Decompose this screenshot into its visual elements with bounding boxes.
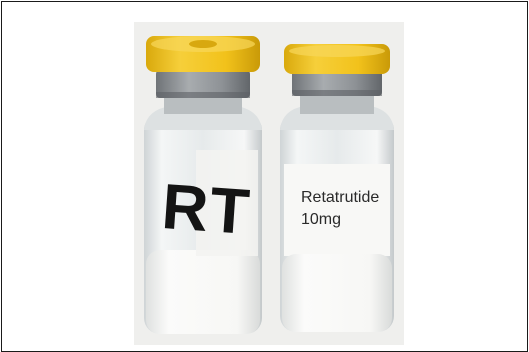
vial-label-name: Retatrutide — [301, 189, 380, 206]
vials-photo: RT Retatrutide 10mg — [134, 22, 404, 345]
vial-marking-text: RT — [159, 169, 254, 249]
vials-illustration — [134, 22, 404, 345]
right-vial — [280, 44, 394, 332]
left-vial — [144, 36, 262, 334]
vial-label-dose: 10mg — [301, 211, 342, 228]
